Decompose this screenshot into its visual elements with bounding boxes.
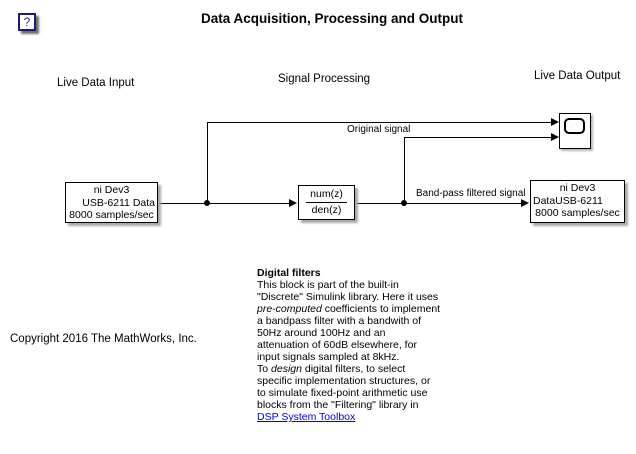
daq-output-line1: ni Dev3: [559, 182, 596, 194]
wire-original-branch-horizontal[interactable]: [207, 122, 551, 123]
note-line: specific implementation structures, or: [257, 375, 431, 387]
filter-denominator: den(z): [311, 204, 342, 216]
wire-bandpass-branch-vertical[interactable]: [404, 137, 405, 204]
help-button[interactable]: ?: [18, 13, 36, 31]
signal-label-original: Original signal: [347, 124, 411, 135]
wire-original-branch-vertical[interactable]: [207, 122, 208, 204]
note-line: input signals sampled at 8kHz.: [257, 351, 400, 363]
model-title: Data Acquisition, Processing and Output: [201, 11, 464, 26]
wire-bandpass-branch-horizontal[interactable]: [404, 137, 551, 138]
branch-dot-source: [204, 200, 210, 206]
block-daq-input[interactable]: ni Dev3 USB-6211 Data 8000 samples/sec: [65, 182, 158, 223]
note-heading: Digital filters: [257, 267, 321, 279]
daq-input-line1: ni Dev3: [93, 184, 130, 196]
wire-source-to-filter[interactable]: [157, 203, 289, 204]
note-line: pre-computed coefficients to implement: [257, 303, 441, 315]
annotation-digital-filters: Digital filters This block is part of th…: [257, 267, 440, 423]
arrowhead-output-input: [521, 199, 529, 207]
note-line: a bandpass filter with a bandwith of: [257, 315, 422, 327]
daq-input-line3: 8000 samples/sec: [69, 209, 154, 221]
note-line: This block is part of the built-in: [257, 279, 399, 291]
dsp-system-toolbox-link[interactable]: DSP System Toolbox: [257, 411, 356, 423]
daq-output-line2: DataUSB-6211: [533, 194, 603, 207]
section-label-live-data-input: Live Data Input: [57, 77, 135, 89]
note-line: 50Hz around 100Hz and an: [257, 327, 386, 339]
note-line: "Discrete" Simulink library. Here it use…: [257, 291, 439, 303]
daq-input-line2: USB-6211 Data: [82, 196, 155, 209]
section-label-live-data-output: Live Data Output: [534, 70, 621, 82]
note-line: blocks from the "Filtering" library in: [257, 399, 419, 411]
block-digital-filter[interactable]: num(z) den(z): [298, 185, 355, 220]
branch-dot-filter-output: [401, 200, 407, 206]
copyright-text: Copyright 2016 The MathWorks, Inc.: [10, 333, 197, 345]
filter-numerator: num(z): [306, 188, 347, 203]
arrowhead-scope-input2: [551, 133, 559, 141]
signal-label-bandpass: Band-pass filtered signal: [416, 188, 526, 199]
daq-output-line3: 8000 samples/sec: [535, 207, 620, 219]
section-label-signal-processing: Signal Processing: [278, 73, 371, 85]
arrowhead-scope-input1: [551, 118, 559, 126]
block-scope[interactable]: [559, 113, 591, 149]
scope-screen-icon: [564, 118, 585, 134]
note-line: attenuation of 60dB elsewhere, for: [257, 339, 417, 351]
wire-filter-to-output[interactable]: [354, 203, 521, 204]
note-line: to simulate fixed-point arithmetic use: [257, 387, 428, 399]
note-line: To design digital filters, to select: [257, 363, 406, 375]
arrowhead-filter-input: [289, 199, 297, 207]
block-daq-output[interactable]: ni Dev3 DataUSB-6211 8000 samples/sec: [530, 180, 625, 223]
